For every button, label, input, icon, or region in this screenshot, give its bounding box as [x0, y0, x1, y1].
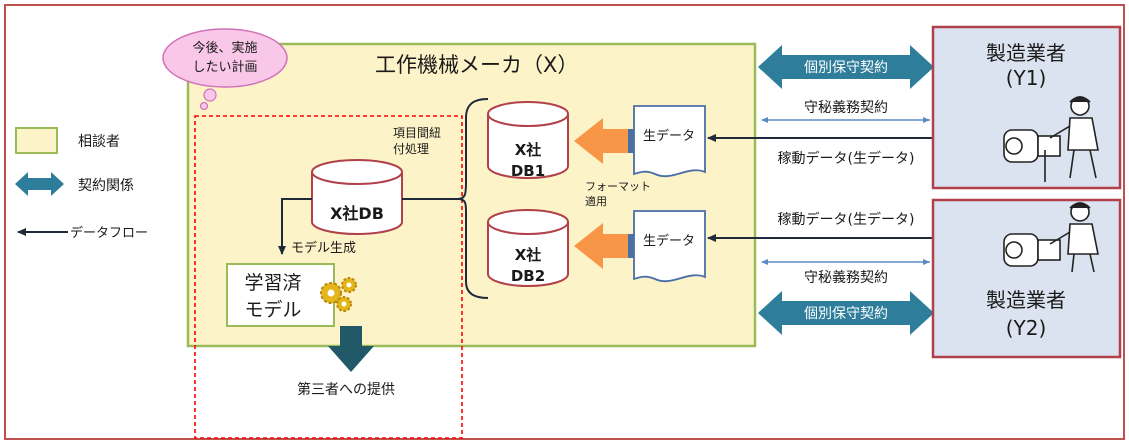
legend-contract-arrow: [15, 172, 64, 196]
manufacturer-y2-name: 製造業者: [986, 288, 1066, 312]
raw-data-doc-2-label: 生データ: [643, 233, 695, 249]
db1-cylinder: [487, 101, 569, 179]
model-generation-label: モデル生成: [291, 240, 356, 256]
db2-cylinder: [487, 209, 569, 287]
db1-label-line-1: X社: [515, 141, 542, 159]
maker-title: 工作機械メーカ（X）: [375, 53, 578, 77]
learned-model-line-1: 学習済: [244, 272, 301, 294]
cloud-line-1: 今後、実施: [192, 40, 257, 56]
orange-arrow-db2-stripe: [628, 234, 634, 258]
worker-machine-icon-y1: [1003, 96, 1099, 182]
plan-cloud: [162, 28, 288, 111]
link-processing-line-1: 項目間紐: [393, 126, 441, 140]
learned-model-box: [226, 263, 335, 327]
db1-label-line-2: DB1: [511, 162, 545, 180]
manufacturer-y1-name: 製造業者: [986, 41, 1066, 65]
manufacturer-y1-id: (Y1): [1006, 66, 1047, 90]
raw-data-doc-2: [633, 210, 706, 282]
maintenance-contract-bottom-label: 個別保守契約: [804, 306, 888, 322]
model-generation-arrow: [278, 198, 312, 255]
legend-consultant-label: 相談者: [78, 134, 120, 150]
learned-model-line-2: モデル: [244, 299, 301, 321]
plan-region: [194, 115, 463, 439]
manufacturer-y2-id: (Y2): [1006, 316, 1047, 340]
operation-data-top-label: 稼動データ(生データ): [778, 150, 915, 167]
maintenance-contract-bottom-arrow: [758, 291, 934, 335]
nda-top-label: 守秘義務契約: [804, 99, 888, 116]
raw-data-doc-1: [633, 105, 706, 177]
third-party-label: 第三者への提供: [297, 381, 395, 398]
third-party-arrow: [328, 326, 374, 372]
cloud-line-2: したい計画: [192, 59, 257, 75]
worker-machine-icon-y2: [1003, 202, 1099, 273]
link-processing-line-2: 付処理: [393, 142, 429, 156]
db2-label-line-1: X社: [515, 246, 542, 264]
maintenance-contract-top-label: 個別保守契約: [804, 60, 888, 76]
format-apply-line-2: 適用: [585, 194, 607, 208]
orange-arrow-db2: [574, 223, 628, 269]
raw-data-doc-1-label: 生データ: [643, 128, 695, 144]
main-db-cylinder: [311, 159, 403, 235]
main-db-label: X社DB: [330, 204, 384, 223]
orange-arrow-db1: [574, 118, 628, 164]
format-apply-line-1: フォーマット: [585, 180, 651, 193]
operation-data-bottom-label: 稼動データ(生データ): [778, 211, 915, 228]
maintenance-contract-top-arrow: [758, 45, 934, 89]
orange-arrow-db1-stripe: [628, 129, 634, 153]
gears-icon: [320, 277, 357, 312]
legend-contract-label: 契約関係: [78, 178, 134, 194]
db2-label-line-2: DB2: [511, 267, 545, 285]
brace-connector: [402, 98, 489, 299]
legend-dataflow-label: データフロー: [70, 225, 148, 241]
nda-bottom-label: 守秘義務契約: [804, 269, 888, 286]
legend-consultant-swatch: [15, 127, 58, 154]
